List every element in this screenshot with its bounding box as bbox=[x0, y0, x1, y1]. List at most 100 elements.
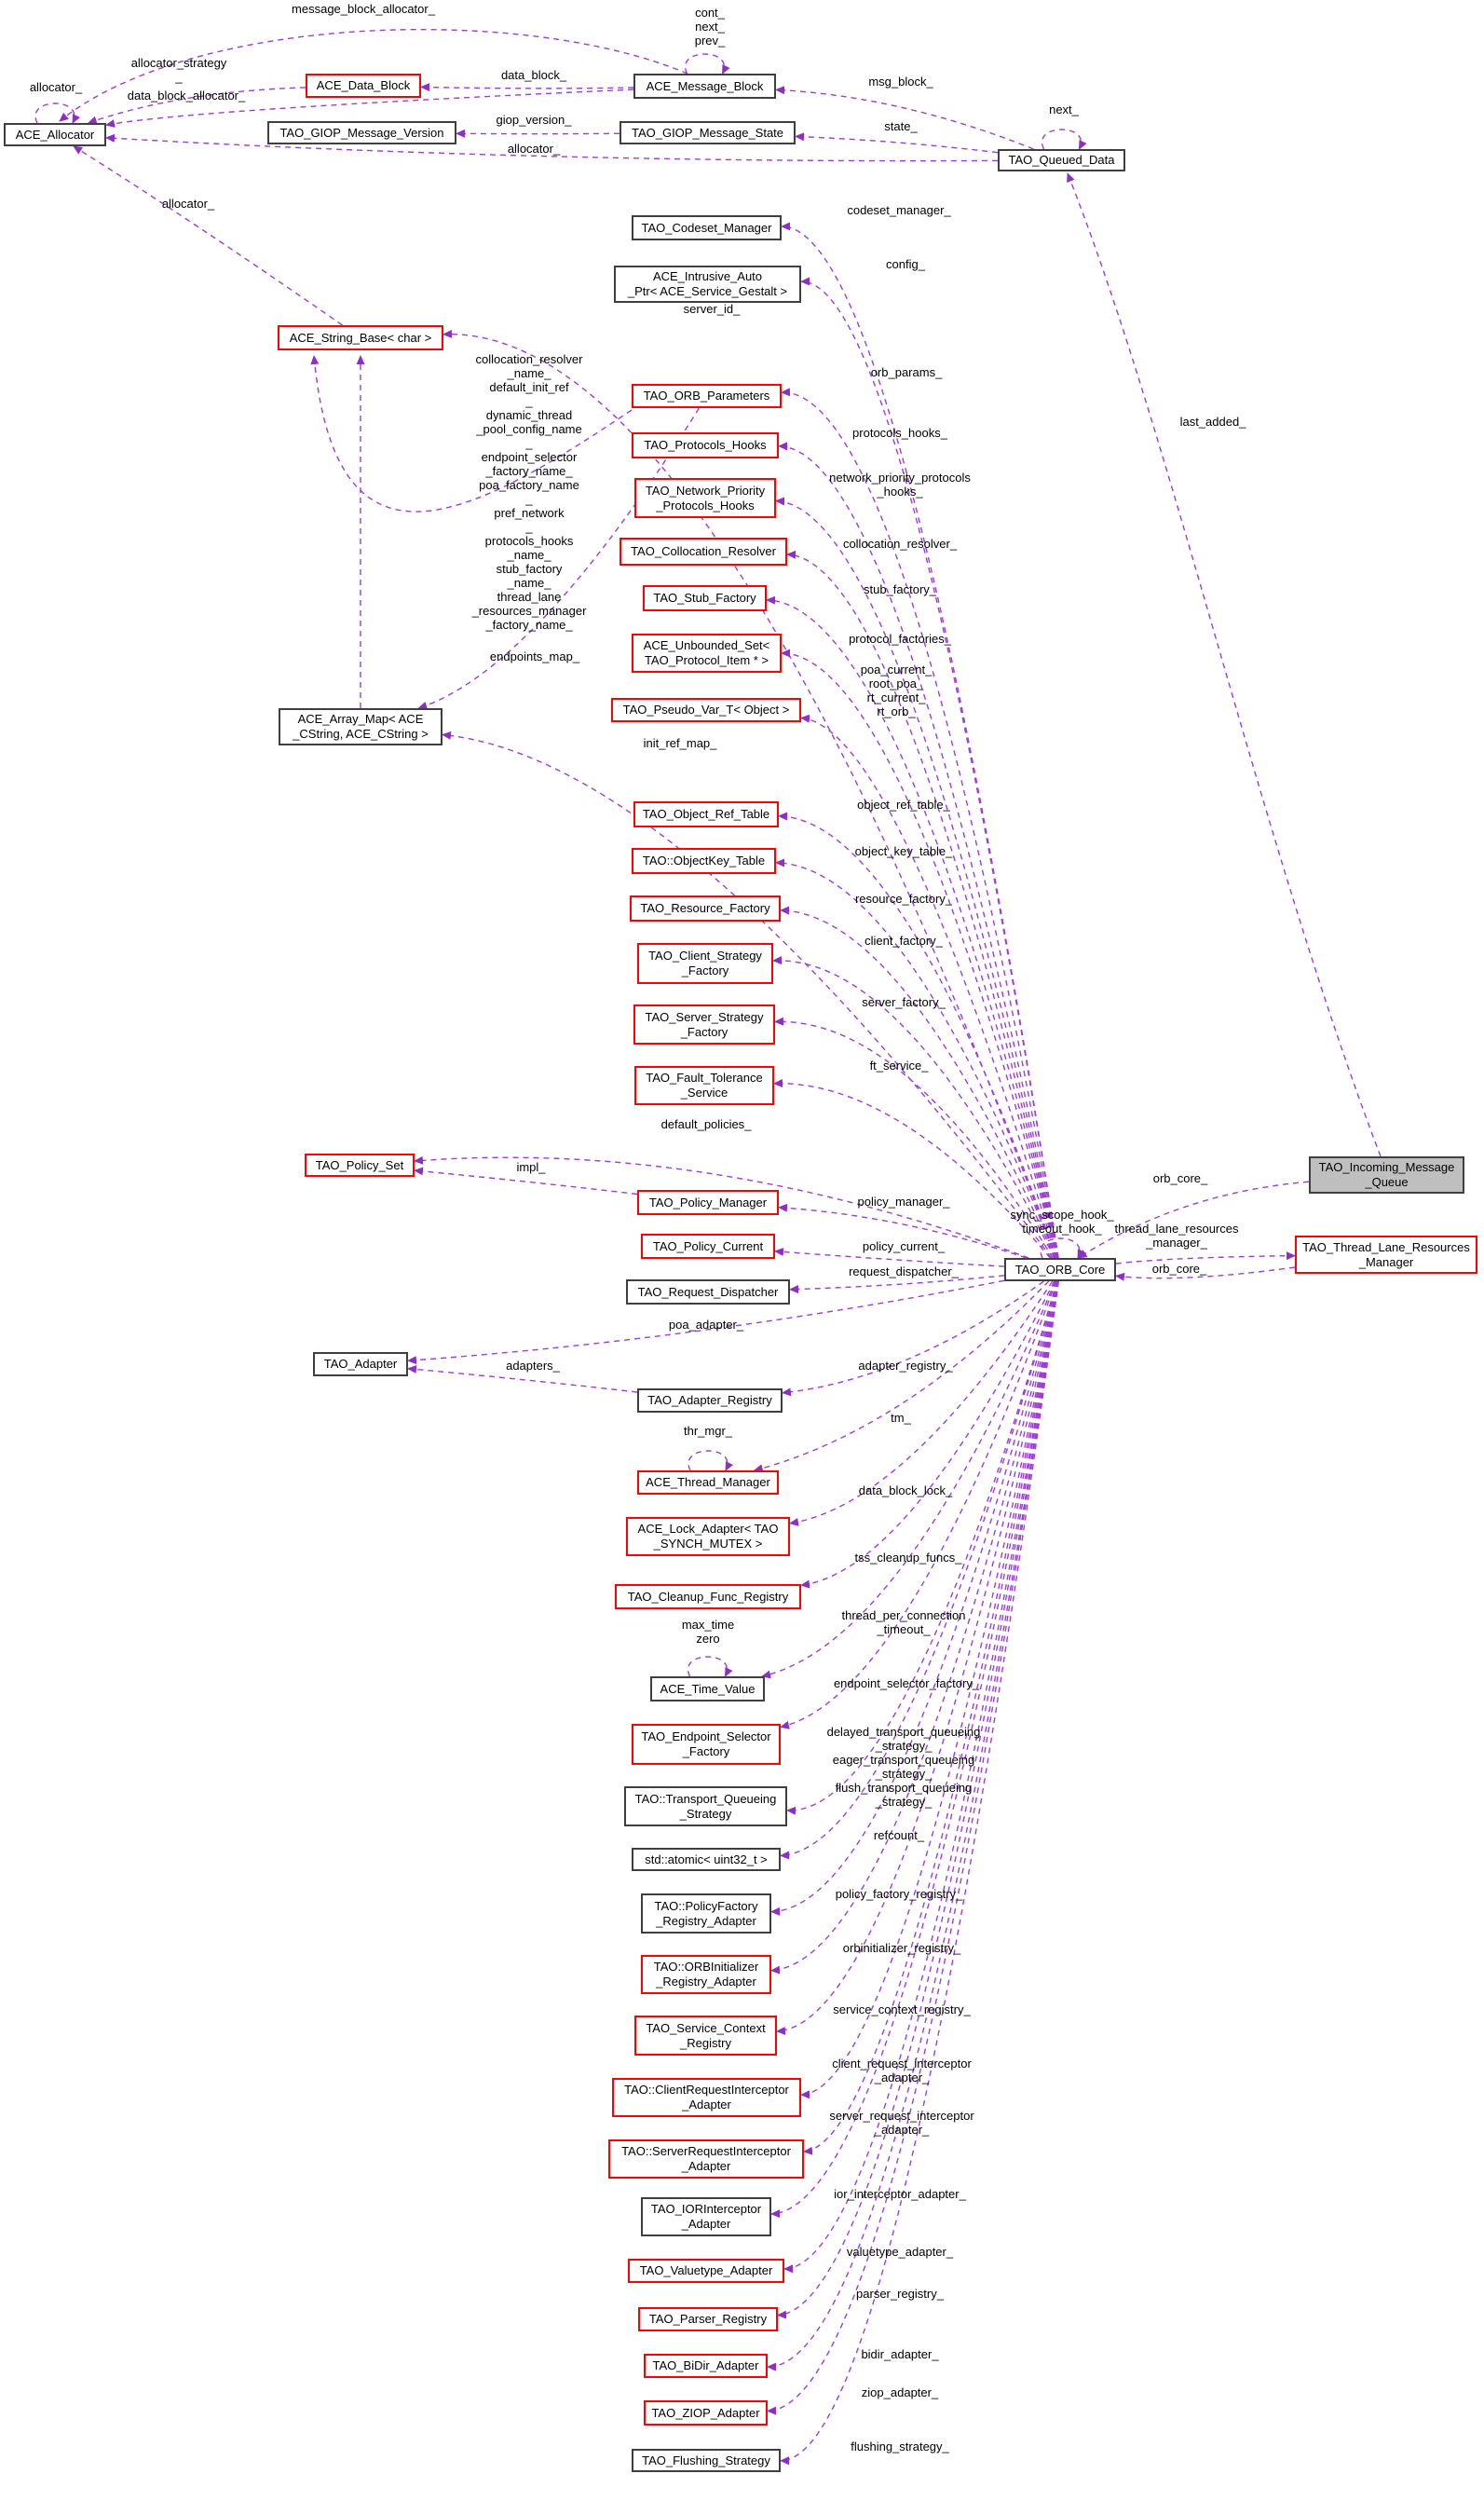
edge-label-server-id: server_id_ bbox=[683, 302, 741, 316]
node-ace-thread-manager[interactable]: ACE_Thread_Manager bbox=[637, 1470, 779, 1495]
node-tao-transport-queueing[interactable]: TAO::Transport_Queueing _Strategy bbox=[624, 1786, 787, 1826]
node-ace-string-base[interactable]: ACE_String_Base< char > bbox=[278, 325, 443, 350]
node-tao-object-ref-table[interactable]: TAO_Object_Ref_Table bbox=[633, 801, 779, 827]
node-tao-valuetype-adapter[interactable]: TAO_Valuetype_Adapter bbox=[628, 2259, 784, 2283]
edge-tao_orb_core-to-tao_collocation_resolver bbox=[786, 550, 1058, 1259]
edge-tao_orb_core-to-ace_thread_manager bbox=[753, 1280, 1050, 1473]
node-tao-queued-data[interactable]: TAO_Queued_Data bbox=[998, 149, 1125, 171]
node-tao-collocation-resolver[interactable]: TAO_Collocation_Resolver bbox=[619, 538, 787, 566]
node-tao-orbinitializer[interactable]: TAO::ORBInitializer _Registry_Adapter bbox=[641, 1955, 771, 1994]
edge-tao_orb_core-to-tao_adapter_registry bbox=[782, 1280, 1044, 1397]
node-ace-message-block[interactable]: ACE_Message_Block bbox=[633, 74, 776, 99]
node-tao-adapter-registry[interactable]: TAO_Adapter_Registry bbox=[637, 1388, 783, 1413]
edge-label-last-added: last_added_ bbox=[1179, 415, 1246, 429]
edge-tao_orb_core-to-tao_protocols_hooks bbox=[778, 442, 1059, 1259]
edge-label-refcount: refcount_ bbox=[873, 1828, 925, 1842]
edge-tao_orb_core-to-tao_endpoint_selector bbox=[780, 1280, 1057, 1729]
edge-label-client-factory: client_factory_ bbox=[865, 934, 943, 948]
edge-tao_orb_core-to-tao_fault_tolerance bbox=[773, 1079, 1051, 1259]
edge-label-flushing-strategy: flushing_strategy_ bbox=[851, 2440, 949, 2453]
node-ace-time-value[interactable]: ACE_Time_Value bbox=[650, 1676, 765, 1702]
node-ace-unbounded-set[interactable]: ACE_Unbounded_Set< TAO_Protocol_Item * > bbox=[632, 634, 782, 673]
node-tao-client-strategy[interactable]: TAO_Client_Strategy _Factory bbox=[637, 943, 773, 984]
edge-label-poa-current: poa_current_ root_poa_ rt_current_ rt_or… bbox=[860, 663, 933, 718]
edge-label-data-block-allocator: data_block_allocator_ bbox=[127, 89, 246, 102]
edge-label-server-request-interceptor: server_request_interceptor _adapter_ bbox=[829, 2109, 974, 2137]
edge-ace_data_block-to-ace_allocator bbox=[87, 87, 306, 125]
node-tao-serverrequestinterceptor[interactable]: TAO::ServerRequestInterceptor _Adapter bbox=[608, 2139, 804, 2179]
edge-tao_orb_core-to-tao_iorinterceptor bbox=[770, 1280, 1059, 2219]
edge-label-ft-service: ft_service_ bbox=[869, 1059, 929, 1073]
edge-label-allocator: allocator_ bbox=[29, 80, 83, 94]
node-tao-service-context[interactable]: TAO_Service_Context _Registry bbox=[634, 2016, 777, 2056]
edge-tao_orb_core-to-tao_objectkey_table bbox=[775, 858, 1056, 1259]
node-tao-pseudo-var-t[interactable]: TAO_Pseudo_Var_T< Object > bbox=[611, 698, 801, 722]
node-tao-parser-registry[interactable]: TAO_Parser_Registry bbox=[638, 2307, 778, 2331]
edge-label-server-factory: server_factory_ bbox=[862, 995, 946, 1009]
node-tao-policy-current[interactable]: TAO_Policy_Current bbox=[641, 1234, 775, 1259]
edge-tao_policy_manager-to-tao_policy_set bbox=[414, 1167, 638, 1196]
edge-tao_orb_core-to-tao_client_strategy bbox=[772, 956, 1055, 1259]
edge-label-cont: cont_ next_ prev_ bbox=[694, 6, 726, 48]
node-tao-policy-manager[interactable]: TAO_Policy_Manager bbox=[637, 1190, 779, 1215]
edge-label-orbinitializer-registry: orbinitializer_registry_ bbox=[842, 1941, 961, 1955]
node-tao-cleanup-func-registry[interactable]: TAO_Cleanup_Func_Registry bbox=[615, 1584, 801, 1609]
node-tao-server-strategy[interactable]: TAO_Server_Strategy _Factory bbox=[633, 1004, 775, 1045]
edge-tao_incoming_message_queue-to-tao_queued_data bbox=[1067, 172, 1382, 1157]
edge-tao_orb_core-to-tao_pseudo_var_t bbox=[800, 714, 1057, 1259]
edge-tao_orb_core-to-tao_network_priority bbox=[775, 497, 1059, 1259]
node-ace-allocator[interactable]: ACE_Allocator bbox=[4, 123, 106, 146]
edge-tao_orb_core-to-tao_orb_parameters bbox=[781, 388, 1059, 1259]
node-ace-data-block[interactable]: ACE_Data_Block bbox=[306, 74, 421, 98]
node-tao-giop-message-version[interactable]: TAO_GIOP_Message_Version bbox=[267, 121, 456, 144]
node-tao-adapter[interactable]: TAO_Adapter bbox=[313, 1352, 408, 1376]
node-tao-iorinterceptor[interactable]: TAO_IORInterceptor _Adapter bbox=[641, 2197, 771, 2236]
edge-label-resource-factory: resource_factory_ bbox=[854, 892, 953, 906]
node-std-atomic[interactable]: std::atomic< uint32_t > bbox=[632, 1848, 781, 1871]
node-ace-array-map[interactable]: ACE_Array_Map< ACE _CString, ACE_CString… bbox=[279, 708, 442, 745]
node-tao-policy-set[interactable]: TAO_Policy_Set bbox=[305, 1154, 415, 1177]
edge-label-ziop-adapter: ziop_adapter_ bbox=[861, 2385, 939, 2399]
node-tao-clientrequestinterceptor[interactable]: TAO::ClientRequestInterceptor _Adapter bbox=[612, 2078, 801, 2117]
edge-tao_orb_core-to-tao_object_ref_table bbox=[778, 812, 1057, 1259]
edge-label-bidir-adapter: bidir_adapter_ bbox=[861, 2347, 939, 2361]
node-tao-orb-parameters[interactable]: TAO_ORB_Parameters bbox=[632, 384, 782, 408]
edge-tao_orb_core-to-tao_serverrequestinterceptor bbox=[803, 1280, 1059, 2155]
node-tao-ziop-adapter[interactable]: TAO_ZIOP_Adapter bbox=[644, 2400, 768, 2426]
edge-label-service-context-registry: service_context_registry_ bbox=[833, 2002, 971, 2016]
edge-ace_time_value-to-ace_time_value bbox=[687, 1656, 733, 1677]
node-tao-flushing-strategy[interactable]: TAO_Flushing_Strategy bbox=[632, 2449, 781, 2472]
edge-tao_orb_core-to-tao_stub_factory bbox=[766, 595, 1058, 1259]
edge-tao_orb_core-to-ace_intrusive_auto_ptr bbox=[800, 277, 1059, 1259]
edge-tao_orb_core-to-tao_orbinitializer bbox=[770, 1280, 1058, 1975]
node-tao-request-dispatcher[interactable]: TAO_Request_Dispatcher bbox=[626, 1279, 790, 1305]
node-tao-bidir-adapter[interactable]: TAO_BiDir_Adapter bbox=[644, 2354, 768, 2378]
edge-label-msg-block: msg_block_ bbox=[868, 75, 933, 89]
edge-tao_orb_parameters-to-ace_array_map bbox=[417, 407, 700, 710]
edge-label-data-block: data_block_ bbox=[500, 68, 567, 82]
edge-tao_orb_core-to-tao_thread_lane_resources_manager bbox=[1115, 1251, 1296, 1264]
node-tao-network-priority[interactable]: TAO_Network_Priority _Protocols_Hooks bbox=[634, 478, 776, 518]
node-tao-incoming-message-queue[interactable]: TAO_Incoming_Message _Queue bbox=[1309, 1156, 1464, 1194]
edge-label-default-policies: default_policies_ bbox=[660, 1117, 752, 1131]
node-ace-intrusive-auto-ptr[interactable]: ACE_Intrusive_Auto _Ptr< ACE_Service_Ges… bbox=[614, 266, 801, 303]
node-tao-endpoint-selector[interactable]: TAO_Endpoint_Selector _Factory bbox=[632, 1724, 781, 1765]
node-tao-thread-lane-resources-manager[interactable]: TAO_Thread_Lane_Resources _Manager bbox=[1295, 1236, 1477, 1274]
node-tao-resource-factory[interactable]: TAO_Resource_Factory bbox=[630, 895, 781, 922]
node-tao-codeset-manager[interactable]: TAO_Codeset_Manager bbox=[632, 215, 782, 240]
node-tao-orb-core[interactable]: TAO_ORB_Core bbox=[1004, 1258, 1116, 1281]
edge-label-orb-core: orb_core_ bbox=[1151, 1262, 1207, 1276]
node-tao-giop-message-state[interactable]: TAO_GIOP_Message_State bbox=[619, 121, 796, 144]
node-tao-policyfactory[interactable]: TAO::PolicyFactory _Registry_Adapter bbox=[641, 1893, 771, 1934]
edge-tao_orb_core-to-tao_flushing_strategy bbox=[780, 1280, 1059, 2466]
node-ace-lock-adapter[interactable]: ACE_Lock_Adapter< TAO _SYNCH_MUTEX > bbox=[626, 1517, 790, 1556]
edge-label-valuetype-adapter: valuetype_adapter_ bbox=[846, 2245, 954, 2259]
edge-tao_orb_core-to-tao_cleanup_func_registry bbox=[800, 1280, 1055, 1589]
edge-label-policy-current: policy_current_ bbox=[862, 1239, 946, 1253]
node-tao-objectkey-table[interactable]: TAO::ObjectKey_Table bbox=[632, 848, 776, 874]
node-tao-protocols-hooks[interactable]: TAO_Protocols_Hooks bbox=[632, 432, 779, 458]
node-tao-fault-tolerance[interactable]: TAO_Fault_Tolerance _Service bbox=[634, 1066, 774, 1105]
edge-label-thread-lane-resources: thread_lane_resources _manager_ bbox=[1114, 1222, 1239, 1250]
node-tao-stub-factory[interactable]: TAO_Stub_Factory bbox=[643, 585, 767, 611]
edge-tao_orb_parameters-to-ace_string_base bbox=[310, 355, 633, 512]
